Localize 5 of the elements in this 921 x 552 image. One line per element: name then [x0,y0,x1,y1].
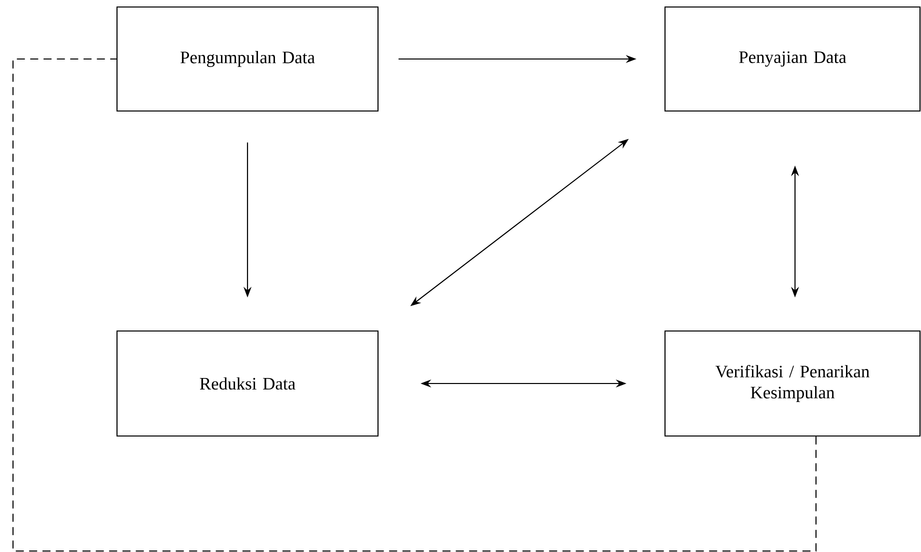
process-box: Penyajian Data [664,6,921,112]
dashed-line [12,58,817,552]
process-box: Reduksi Data [116,330,379,437]
process-box: Pengumpulan Data [116,6,379,112]
process-box: Verifikasi / Penarikan Kesimpulan [664,330,921,437]
